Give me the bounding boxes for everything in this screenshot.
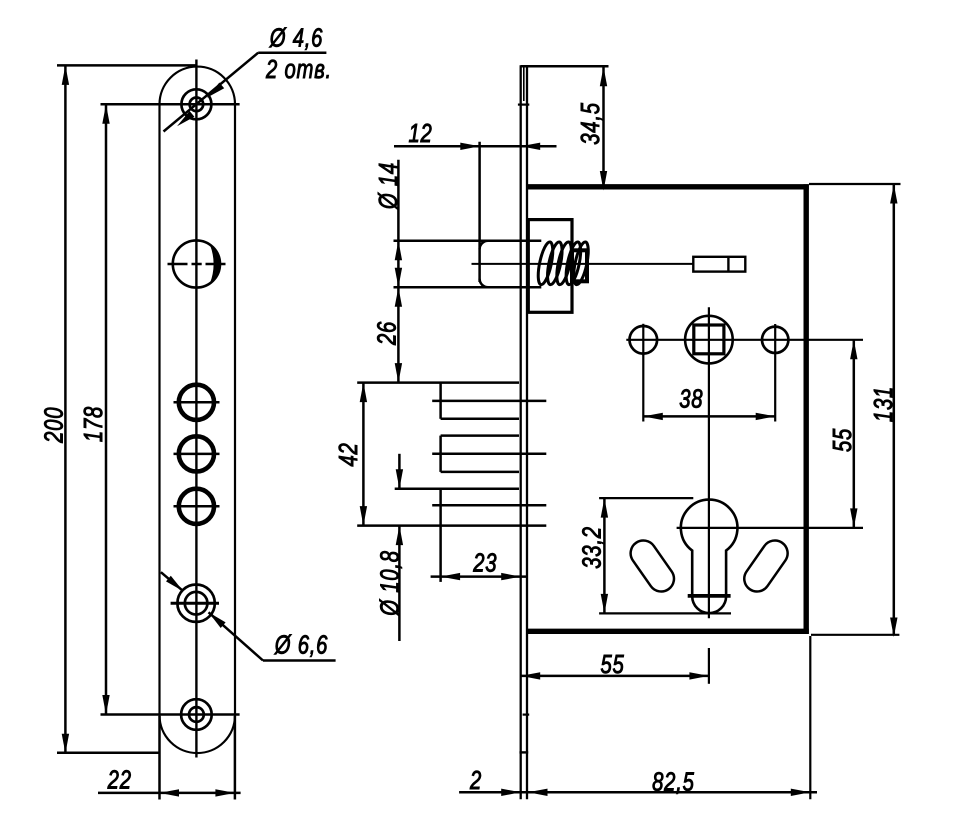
svg-text:82,5: 82,5 bbox=[652, 767, 695, 796]
svg-text:Ø 10,8: Ø 10,8 bbox=[375, 550, 404, 616]
svg-text:Ø 14: Ø 14 bbox=[374, 162, 403, 210]
svg-text:23: 23 bbox=[472, 548, 497, 577]
svg-text:22: 22 bbox=[107, 765, 132, 794]
svg-text:2: 2 bbox=[469, 766, 482, 795]
svg-text:42: 42 bbox=[334, 442, 363, 466]
svg-text:178: 178 bbox=[79, 406, 108, 442]
svg-text:200: 200 bbox=[39, 407, 68, 444]
svg-text:131: 131 bbox=[869, 386, 898, 422]
svg-text:26: 26 bbox=[372, 321, 401, 346]
svg-text:55: 55 bbox=[600, 650, 624, 679]
svg-text:12: 12 bbox=[408, 119, 432, 148]
svg-text:34,5: 34,5 bbox=[575, 102, 604, 145]
svg-text:Ø 4,6: Ø 4,6 bbox=[269, 23, 323, 52]
svg-text:55: 55 bbox=[828, 428, 857, 452]
svg-text:Ø 6,6: Ø 6,6 bbox=[274, 630, 328, 659]
svg-text:33,2: 33,2 bbox=[577, 526, 606, 569]
svg-text:2 отв.: 2 отв. bbox=[265, 55, 332, 84]
svg-text:38: 38 bbox=[679, 384, 703, 413]
